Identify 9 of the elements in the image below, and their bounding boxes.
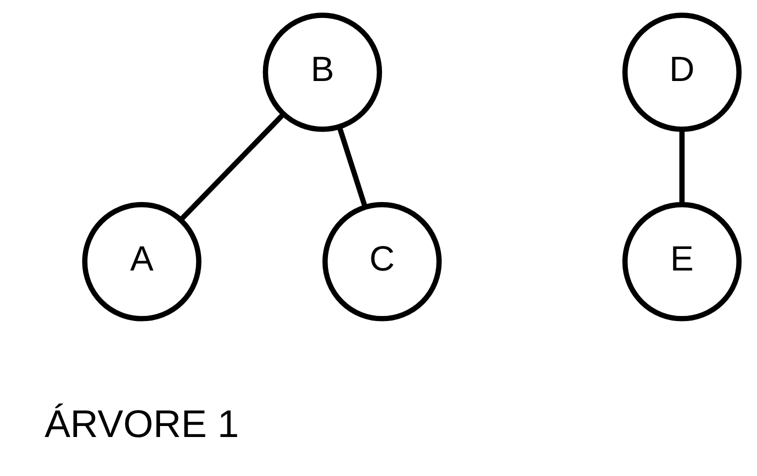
node-circle: C	[322, 202, 442, 322]
connector	[178, 112, 285, 222]
label: ÁRVORE 1	[44, 403, 238, 446]
node-circle: B	[262, 12, 382, 132]
node-circle: D	[622, 12, 742, 132]
node-circle: E	[622, 202, 742, 322]
node-circle: A	[82, 202, 201, 322]
connector	[678, 129, 684, 205]
connector	[336, 126, 368, 208]
